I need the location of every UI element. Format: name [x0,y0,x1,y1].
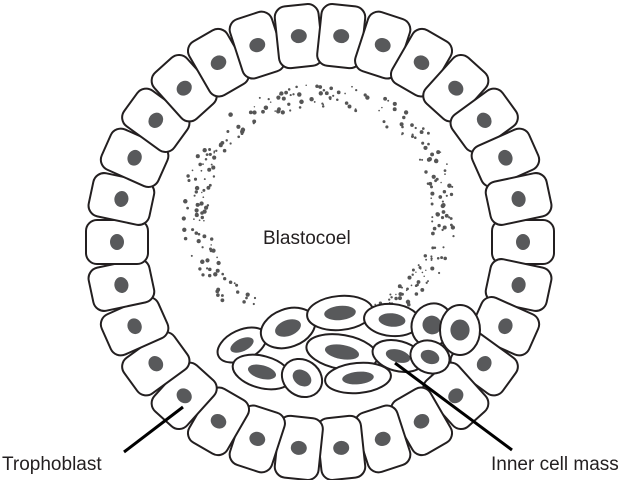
nucleus [176,80,192,96]
trophoblast-cell [85,219,149,265]
nucleus [290,29,307,44]
inner-cell-mass-cell [259,306,317,350]
inner-cell-mass-cell [305,333,379,371]
nucleus [249,37,266,53]
nucleus [450,319,470,341]
nucleus [374,431,391,447]
nucleus [114,277,129,293]
nucleus [511,191,526,207]
nucleus [511,277,526,293]
nucleus [230,337,254,353]
nucleus [290,440,307,455]
nucleus [148,356,164,372]
inner-cell-mass-cell [280,357,324,399]
nucleus [476,356,492,372]
nucleus [498,149,513,166]
nucleus [378,313,406,327]
blastocoel-label: Blastocoel [263,228,351,249]
blastocoel-fluid-speckles [181,84,456,307]
inner-cell-mass-cell [324,361,392,395]
trophoblast-cell [470,127,541,188]
nucleus [420,349,440,365]
nucleus [385,349,411,363]
nucleus [476,112,492,128]
nucleus [324,344,360,360]
nucleus [148,112,164,128]
nucleus [516,234,530,250]
inner-cell-mass-cells [216,294,481,399]
trophoblast-cell [484,172,553,226]
trophoblast-leader-line [123,405,184,454]
nucleus [413,55,430,70]
nucleus [210,414,227,429]
trophoblast-cell [354,404,412,474]
inner-cell-mass-cell [409,339,451,375]
trophoblast-cell [273,414,324,480]
nucleus [292,369,312,387]
inner-cell-mass-cell [439,304,481,356]
nucleus [127,318,142,335]
trophoblast-cell [316,414,367,480]
trophoblast-cell [150,361,218,431]
inner-cell-mass-label: Inner cell mass [491,454,619,475]
nucleus [448,388,464,404]
nucleus [413,414,430,429]
nucleus [210,55,227,70]
nucleus [176,388,192,404]
inner-cell-mass-cell [231,353,293,391]
nucleus [110,234,124,250]
nucleus [342,371,374,385]
nucleus [114,191,129,207]
nucleus [333,440,350,455]
inner-cell-mass-cell [306,294,374,332]
trophoblast-cell [422,53,490,123]
nucleus [249,431,266,447]
nucleus [333,29,350,44]
nucleus [127,149,142,166]
nucleus [324,305,356,321]
nucleus [498,318,513,335]
nucleus [247,364,277,380]
trophoblast-label: Trophoblast [2,454,102,475]
nucleus [275,319,301,337]
trophoblast-cell [491,219,555,265]
nucleus [448,80,464,96]
nucleus [422,315,442,335]
nucleus [374,37,391,53]
trophoblast-cell [273,3,324,70]
inner-cell-mass-leader-line [394,361,513,452]
